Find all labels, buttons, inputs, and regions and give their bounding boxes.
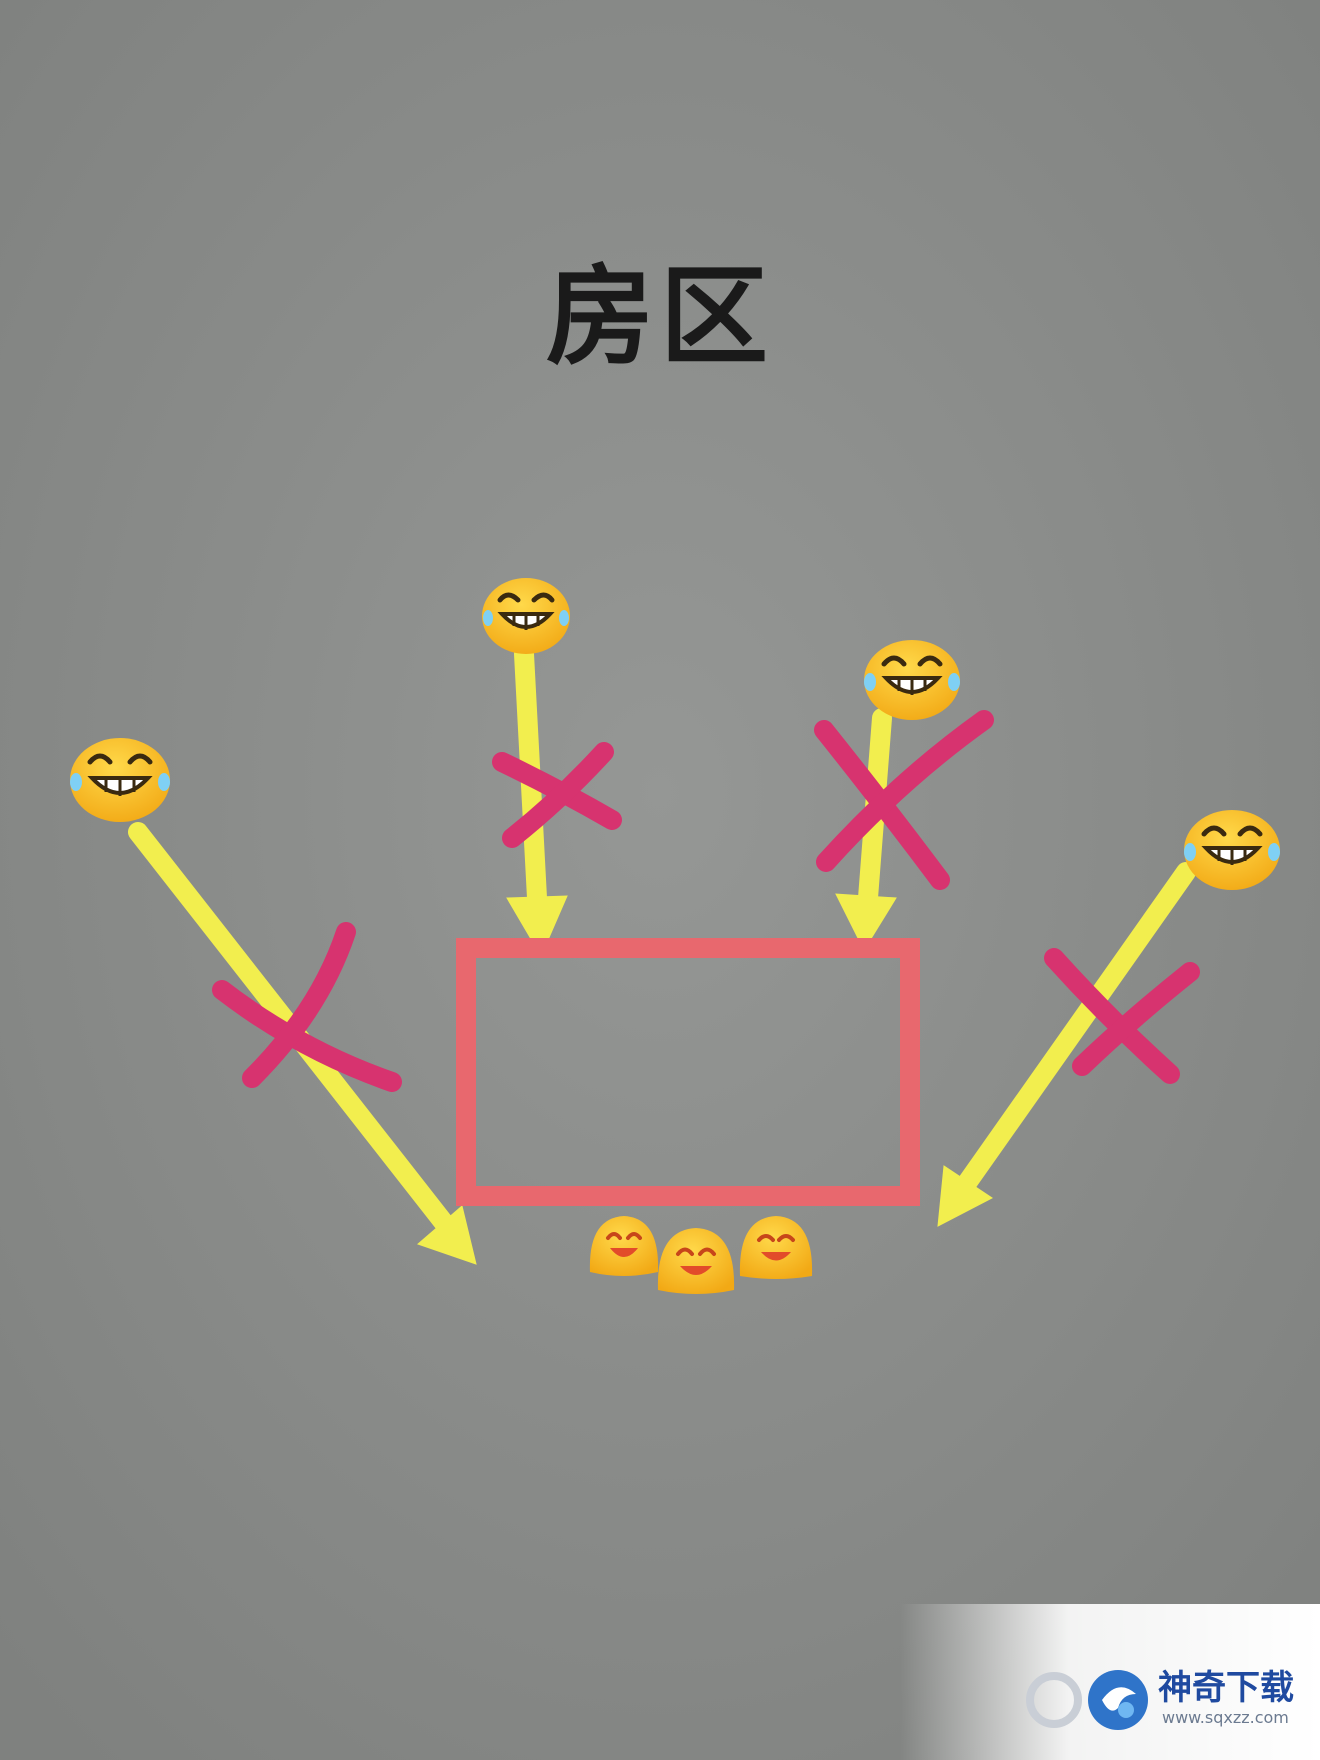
watermark-logo-icon — [1026, 1670, 1148, 1730]
grinning-face-icon — [70, 738, 170, 822]
crosses — [212, 710, 1200, 1092]
grinning-face-icon — [482, 578, 570, 654]
cross-mark-icon — [1044, 948, 1200, 1084]
watermark-url: www.sqxzz.com — [1162, 1708, 1289, 1727]
grinning-face-icon — [1184, 810, 1280, 890]
house-box — [456, 938, 920, 1206]
smiling-face-icon — [657, 1228, 735, 1294]
cross-mark-icon — [212, 922, 402, 1092]
smiling-face-icon — [739, 1216, 813, 1279]
grinning-face-icon — [864, 640, 960, 720]
page-title: 房区 — [545, 255, 774, 380]
smiling-face-icon — [589, 1216, 659, 1276]
cross-mark-icon — [492, 742, 622, 848]
watermark-name: 神奇下载 — [1158, 1668, 1294, 1708]
crowd — [589, 1216, 813, 1294]
arrow-4 — [937, 862, 1196, 1227]
cross-mark-icon — [814, 710, 994, 890]
arrows — [128, 644, 1196, 1265]
